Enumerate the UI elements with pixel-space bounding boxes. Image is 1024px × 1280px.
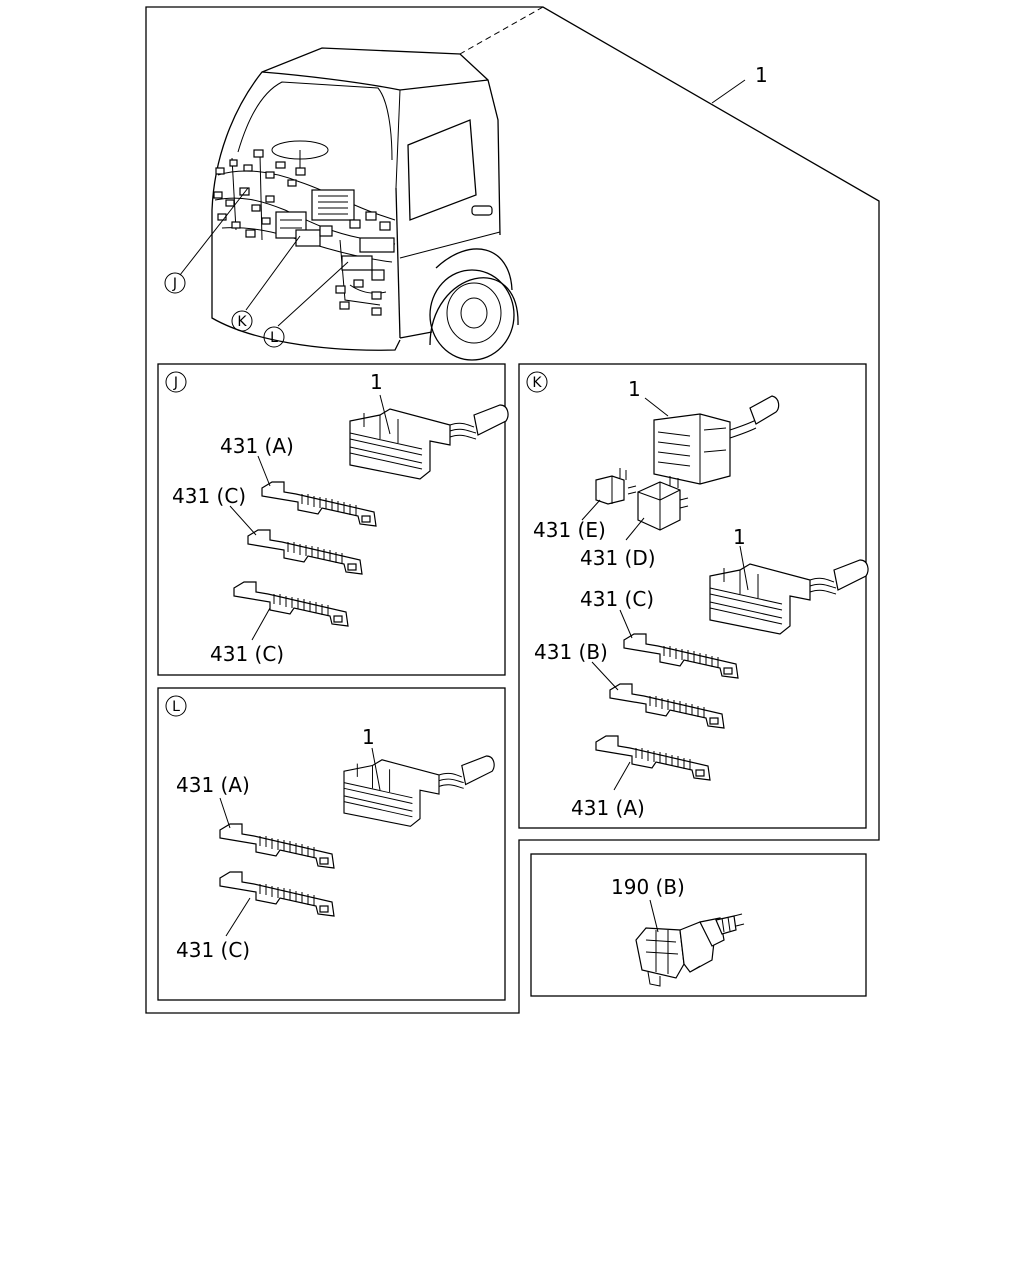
callout-j: J — [164, 272, 186, 294]
panel-k-block-d — [637, 476, 689, 531]
leader-k — [245, 235, 301, 311]
leader-l — [277, 261, 349, 327]
panel-k-label-clip-b: 431 (B) — [534, 640, 608, 664]
main-leader-line — [711, 79, 746, 104]
panel-k-clip-b — [609, 683, 725, 729]
panel-k-top-connector — [653, 395, 780, 485]
panel-l-label-clip-c: 431 (C) — [176, 938, 250, 962]
panel-l-badge: L — [165, 695, 187, 717]
panel-j-harness — [349, 404, 509, 480]
panel-l-frame — [157, 687, 506, 1001]
svg-text:L: L — [270, 330, 278, 346]
panel-l-clip-c — [219, 871, 335, 917]
panel-j: J 1 431 (A) 431 (C) 431 (C) — [157, 363, 509, 676]
panel-l-clip-a — [219, 823, 335, 869]
panel-l-label-harness: 1 — [362, 725, 375, 749]
panel-j-label-clip-a: 431 (A) — [220, 434, 294, 458]
svg-text:J: J — [173, 375, 178, 391]
panel-k-label-harness: 1 — [733, 525, 746, 549]
panel-k-block-e — [595, 468, 637, 505]
callout-k: K — [231, 310, 253, 332]
truck-cab-illustration — [211, 6, 544, 361]
svg-text:J: J — [172, 276, 177, 292]
panel-extra-label-part: 190 (B) — [611, 875, 685, 899]
svg-text:K: K — [532, 375, 542, 391]
panel-l: L 1 431 (A) 431 (C) — [157, 687, 506, 1001]
panel-k-label-block-e: 431 (E) — [533, 518, 606, 542]
panel-j-label-harness: 1 — [370, 370, 383, 394]
panel-j-clip-a — [261, 481, 377, 527]
panel-j-badge: J — [165, 371, 187, 393]
panel-extra-frame — [530, 853, 867, 997]
panel-k-label-clip-a: 431 (A) — [571, 796, 645, 820]
panel-l-label-clip-a: 431 (A) — [176, 773, 250, 797]
main-callout-label: 1 — [755, 63, 768, 87]
svg-text:K: K — [237, 314, 247, 330]
panel-k-label-connector-top: 1 — [628, 377, 641, 401]
panel-k: K 1 431 (E) — [518, 363, 869, 829]
panel-k-badge: K — [526, 371, 548, 393]
callout-l: L — [263, 326, 285, 348]
panel-k-harness — [709, 559, 869, 635]
panel-l-harness — [343, 755, 495, 827]
part-190b — [635, 913, 745, 987]
leader-j — [179, 187, 249, 276]
panel-j-label-clip-c1: 431 (C) — [172, 484, 246, 508]
panel-extra: 190 (B) — [530, 853, 867, 997]
outer-frame — [145, 6, 880, 1014]
panel-k-frame — [518, 363, 867, 829]
panel-k-label-clip-c: 431 (C) — [580, 587, 654, 611]
panel-k-label-block-d: 431 (D) — [580, 546, 656, 570]
panel-j-clip-c2 — [233, 581, 349, 627]
panel-j-frame — [157, 363, 506, 676]
svg-text:L: L — [172, 699, 180, 715]
panel-j-clip-c1 — [247, 529, 363, 575]
panel-k-clip-a — [595, 735, 711, 781]
panel-k-clip-c — [623, 633, 739, 679]
panel-j-label-clip-c2: 431 (C) — [210, 642, 284, 666]
